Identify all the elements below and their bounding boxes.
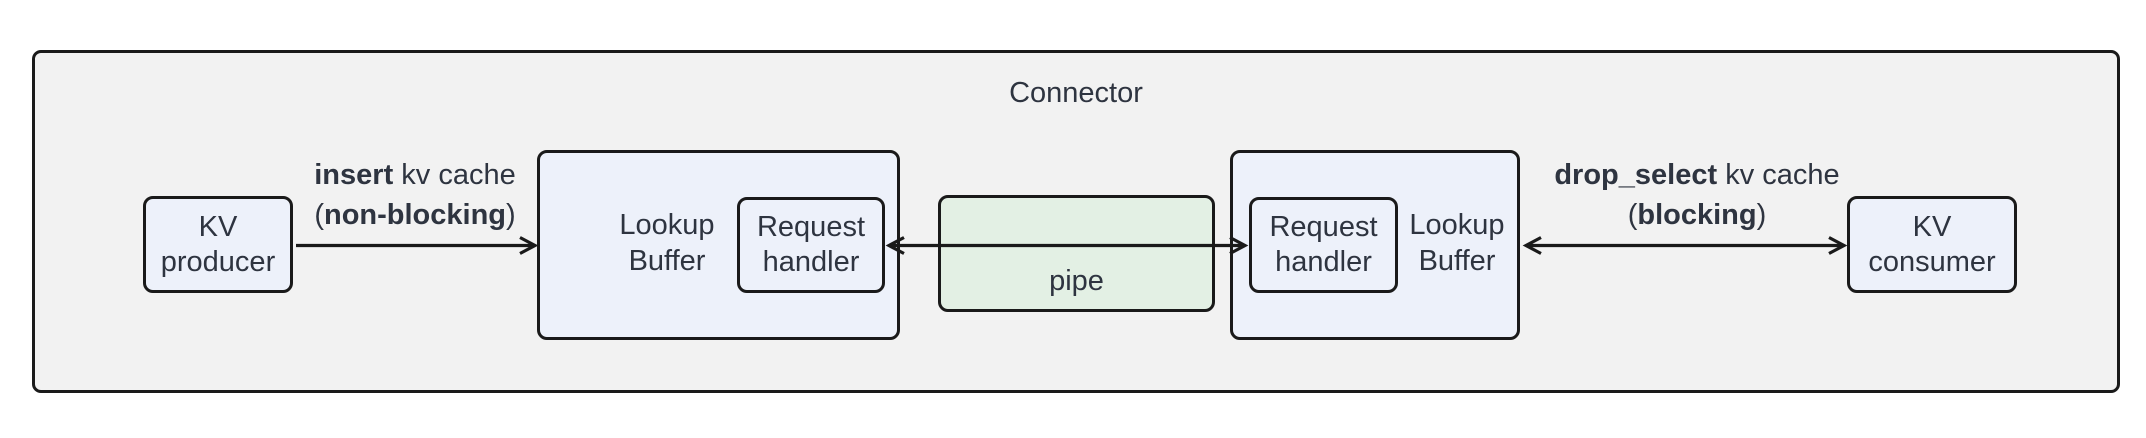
insert-paren-close: )	[506, 199, 516, 231]
kv-producer-label-line2: producer	[160, 245, 276, 278]
request-handler-right-line2: handler	[1275, 246, 1372, 278]
drop-select-edge-label-line2: (blocking)	[1547, 195, 1847, 235]
blocking-keyword: blocking	[1637, 199, 1757, 231]
insert-keyword: insert	[314, 159, 394, 191]
lookup-buffer-right-label: Lookup Buffer	[1362, 207, 1552, 279]
kv-consumer-label-line2: consumer	[1868, 245, 1996, 278]
drop-select-edge-label-line1: drop_select kv cache	[1547, 155, 1847, 195]
request-handler-right-line1: Request	[1269, 211, 1378, 243]
request-handler-left-line2: handler	[762, 246, 860, 278]
insert-edge-label: insert kv cache (non-blocking)	[265, 155, 565, 235]
drop-select-rest: kv cache	[1717, 159, 1840, 191]
lookup-buffer-right-line1: Lookup	[1409, 209, 1505, 241]
request-handler-right-node: Request handler	[1249, 197, 1398, 293]
kv-consumer-label-line1: KV	[1912, 210, 1952, 243]
kv-consumer-node: KV consumer	[1847, 196, 2017, 293]
lookup-buffer-left-line2: Buffer	[628, 245, 706, 277]
drop-select-paren-open: (	[1627, 199, 1638, 231]
drop-select-paren-close: )	[1756, 199, 1767, 231]
non-blocking-keyword: non-blocking	[323, 199, 507, 231]
kv-producer-label-line1: KV	[198, 210, 238, 243]
lookup-buffer-right-line2: Buffer	[1418, 245, 1496, 277]
insert-edge-label-line1: insert kv cache	[265, 155, 565, 195]
lookup-buffer-left-label: Lookup Buffer	[572, 207, 762, 279]
lookup-buffer-left-line1: Lookup	[619, 209, 715, 241]
request-handler-left-line1: Request	[756, 211, 865, 243]
connector-title: Connector	[1009, 77, 1143, 109]
drop-select-keyword: drop_select	[1554, 159, 1718, 191]
insert-paren-open: (	[314, 199, 324, 231]
insert-rest: kv cache	[393, 159, 516, 191]
pipe-node: pipe	[938, 195, 1215, 312]
kv-producer-node: KV producer	[143, 196, 293, 293]
drop-select-edge-label: drop_select kv cache (blocking)	[1547, 155, 1847, 235]
request-handler-left-node: Request handler	[737, 197, 885, 293]
pipe-label: pipe	[1049, 265, 1104, 297]
insert-edge-label-line2: (non-blocking)	[265, 195, 565, 235]
